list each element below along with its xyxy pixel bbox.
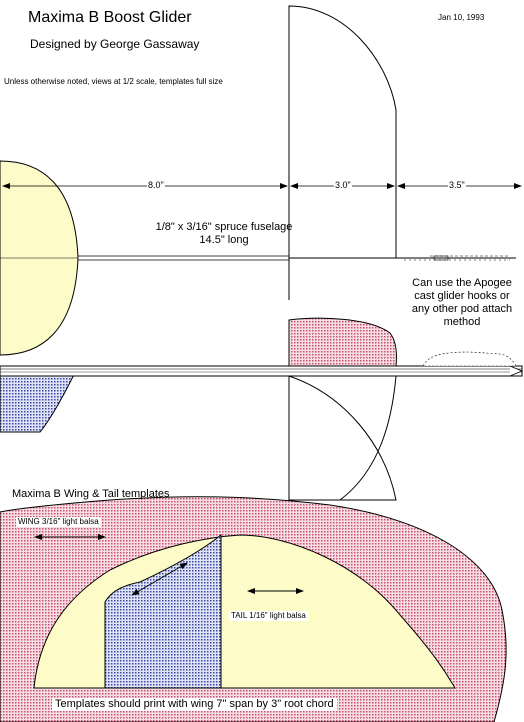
hook-note: Can use the Apogee cast glider hooks or … [400, 277, 524, 329]
tail-template-label: TAIL 1/16" light balsa [229, 611, 308, 621]
stabilizer-lower-outline [288, 375, 397, 501]
hook-note-line2: cast glider hooks or [414, 290, 510, 302]
drawing-date: Jan 10, 1993 [438, 13, 485, 22]
tail-moment-dimension: 3.5" [448, 180, 466, 190]
rudder-side-view [288, 317, 397, 367]
fuselage-side-view [0, 365, 523, 377]
hook-side-view [422, 351, 517, 367]
fuselage-note-line1: 1/8" x 3/16" spruce fuselage [155, 221, 293, 233]
drawing-title: Maxima B Boost Glider [28, 9, 192, 26]
scale-note: Unless otherwise noted, views at 1/2 sca… [4, 77, 223, 86]
designer-credit: Designed by George Gassaway [30, 37, 200, 51]
nose-side-view [509, 365, 524, 377]
fuselage-top-view [77, 255, 290, 261]
print-size-note: Templates should print with wing 7" span… [52, 698, 337, 711]
fuselage-note: 1/8" x 3/16" spruce fuselage 14.5" long [124, 221, 324, 247]
hook-note-line1: Can use the Apogee [412, 277, 512, 289]
templates-title: Maxima B Wing & Tail templates [12, 488, 170, 500]
stab-chord-dimension: 3.0" [334, 180, 352, 190]
stabilizer-top-view [288, 5, 397, 259]
wing-span-dimension: 8.0" [147, 180, 165, 190]
hook-note-line3: any other pod attach [411, 303, 513, 315]
hook-note-line4: method [443, 316, 481, 328]
fuselage-note-line2: 14.5" long [199, 234, 249, 246]
wing-template-label: WING 3/16" light balsa [16, 517, 101, 527]
rudder-grain-arrow [131, 562, 188, 596]
